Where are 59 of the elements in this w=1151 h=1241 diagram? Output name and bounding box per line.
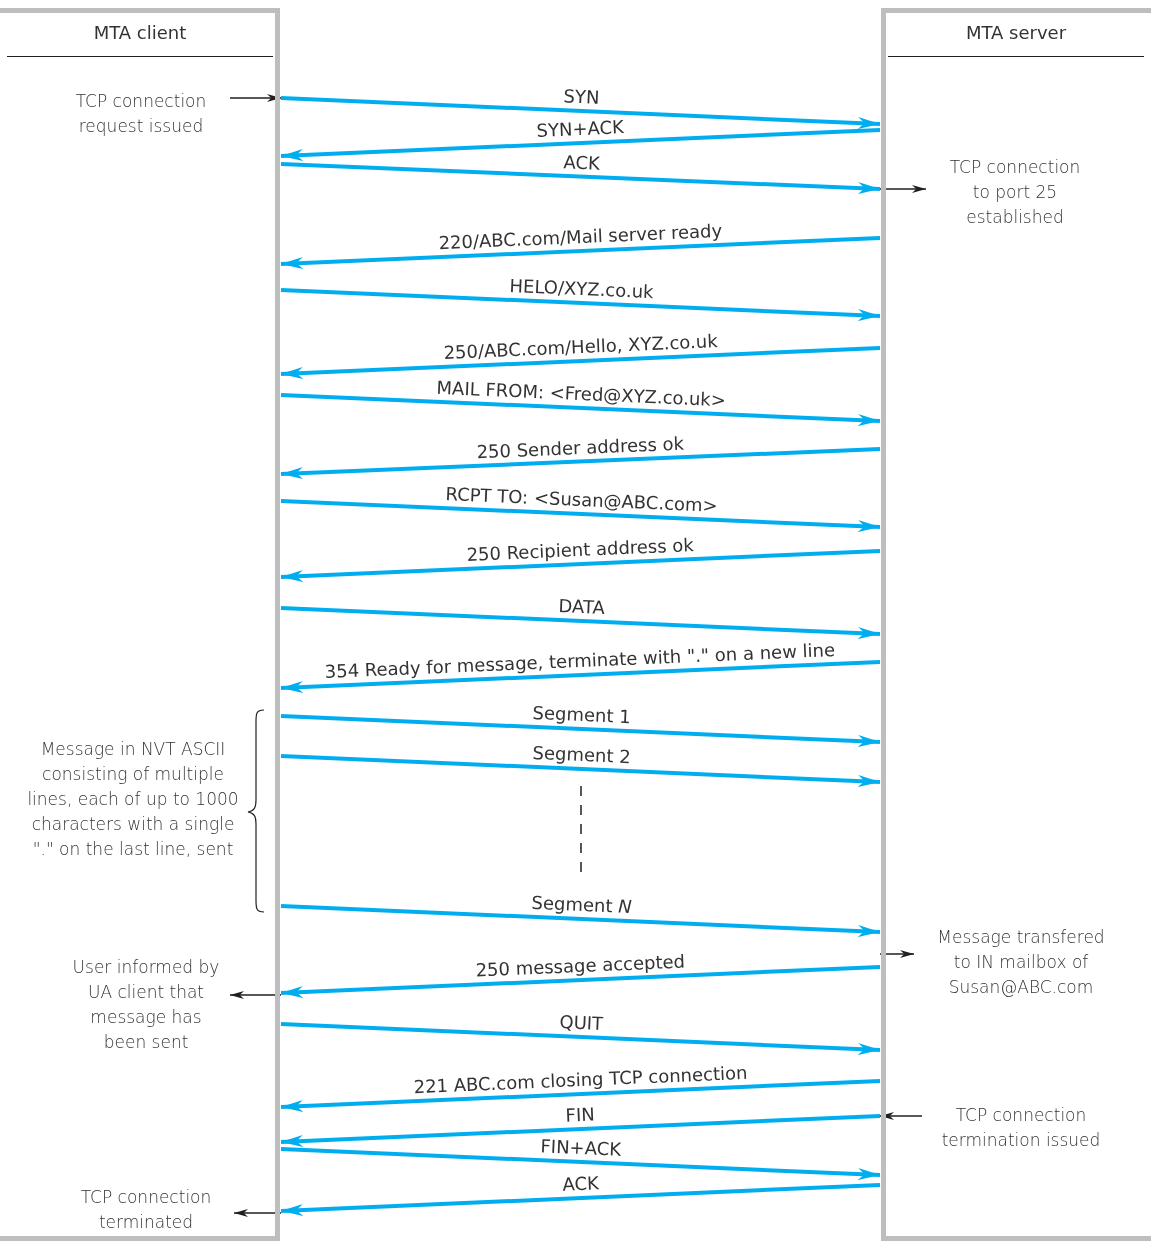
column-header: MTA server	[888, 17, 1144, 57]
edge-label: 250 Recipient address ok	[466, 534, 695, 566]
message-arrow	[280, 1147, 881, 1181]
message-arrow	[280, 288, 881, 322]
lifeline-column	[0, 8, 280, 1241]
message-arrow	[280, 606, 881, 640]
edge-label: SYN+ACK	[536, 116, 625, 142]
pointer-arrow	[879, 185, 927, 193]
edge-label: 250 Sender address ok	[476, 432, 685, 463]
message-arrow	[280, 499, 881, 533]
edge-label: Segment 1	[531, 701, 631, 729]
edge-label: 220/ABC.com/Mail server ready	[437, 219, 723, 255]
edge-label: HELO/XYZ.co.uk	[508, 274, 654, 304]
pointer-arrow	[879, 1112, 923, 1120]
column-header: MTA client	[7, 17, 273, 57]
message-arrow	[280, 128, 881, 162]
edge-label: MAIL FROM: <Fred@XYZ.co.uk>	[435, 376, 726, 412]
message-arrow	[280, 346, 881, 380]
annotation-text: User informed by UA client that message has been sent	[70, 955, 222, 1057]
annotation-text: Message in NVT ASCII consisting of multiple lines, each of up to 1000 characters with a single "." on the last line, sent	[22, 737, 244, 897]
message-arrow	[280, 236, 881, 270]
pointer-arrow	[229, 991, 282, 999]
edge-label: DATA	[557, 595, 605, 619]
message-arrow	[280, 1079, 881, 1113]
message-arrow	[280, 1022, 881, 1056]
annotation-text: TCP connection to port 25 established	[939, 155, 1091, 233]
pointer-arrow	[879, 950, 915, 958]
edge-label: 250 message accepted	[474, 950, 685, 982]
message-arrow	[280, 754, 881, 788]
edge-label: 221 ABC.com closing TCP connection	[412, 1061, 748, 1099]
edge-label: 354 Ready for message, terminate with "." on a new line	[324, 638, 836, 684]
annotation-text: TCP connection termination issued	[935, 1103, 1107, 1155]
lifeline-column	[881, 8, 1151, 1241]
message-arrow	[280, 549, 881, 583]
edge-label: SYN	[562, 85, 600, 109]
message-arrow	[280, 1114, 881, 1148]
edge-label: Segment N	[530, 891, 632, 919]
annotation-text: TCP connection terminated	[66, 1185, 226, 1237]
message-arrow	[280, 660, 881, 694]
message-arrow	[280, 447, 881, 480]
message-arrow	[280, 904, 881, 938]
message-arrow	[280, 965, 881, 999]
edge-label: ACK	[562, 150, 600, 175]
message-arrow	[280, 714, 881, 748]
edge-label: FIN+ACK	[540, 1135, 622, 1161]
edge-label: QUIT	[558, 1011, 604, 1035]
message-arrow	[280, 393, 881, 427]
message-arrow	[280, 162, 881, 195]
edge-label: 250/ABC.com/Hello, XYZ.co.uk	[442, 330, 718, 364]
pointer-arrow	[233, 1209, 282, 1217]
annotation-text: TCP connection request issued	[60, 89, 222, 141]
edge-label: Segment 2	[531, 741, 631, 769]
message-arrow	[280, 96, 881, 130]
annotation-text: Message transfered to IN mailbox of Susan@ABC.com	[927, 925, 1115, 1003]
message-arrow	[280, 1183, 881, 1217]
edge-label: ACK	[561, 1172, 599, 1196]
edge-label: RCPT TO: <Susan@ABC.com>	[444, 483, 718, 517]
pointer-arrow	[229, 94, 282, 102]
edge-label: FIN	[565, 1103, 596, 1127]
